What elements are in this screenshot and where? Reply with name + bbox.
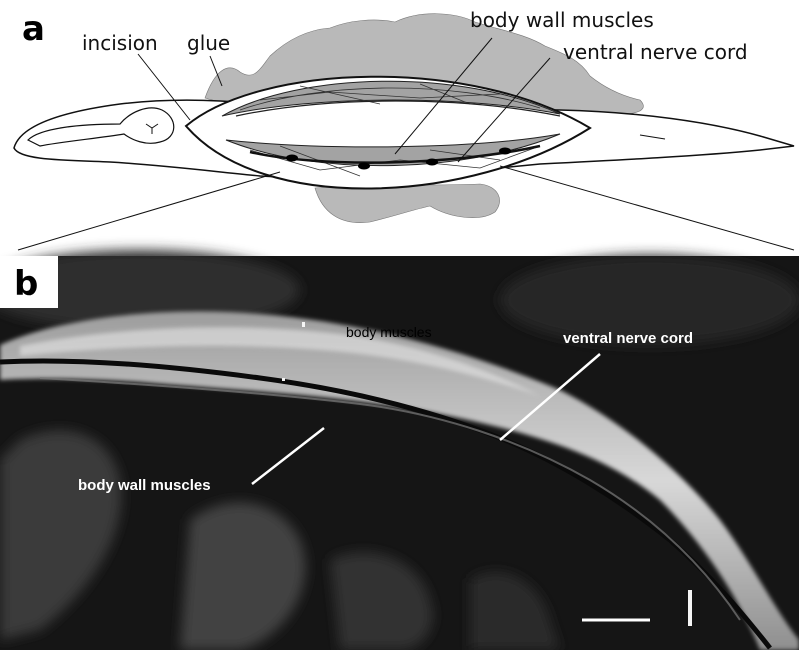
panel-b-letter: b — [14, 264, 38, 304]
glue-label: glue — [187, 31, 230, 55]
incision-label: incision — [82, 31, 158, 55]
panel-a-letter: a — [22, 9, 45, 49]
panel-b: b body muscles ventral nerve cord body w… — [0, 250, 799, 650]
panel-a: a incision glue body wall muscles ventra… — [0, 0, 799, 252]
body-muscles-label: body muscles — [346, 324, 432, 340]
body-wall-muscles-b-label: body wall muscles — [78, 477, 211, 494]
ventral-nerve-cord-b-label: ventral nerve cord — [563, 330, 693, 347]
body-wall-muscles-label: body wall muscles — [470, 8, 654, 32]
ventral-nerve-cord-label: ventral nerve cord — [563, 40, 748, 64]
